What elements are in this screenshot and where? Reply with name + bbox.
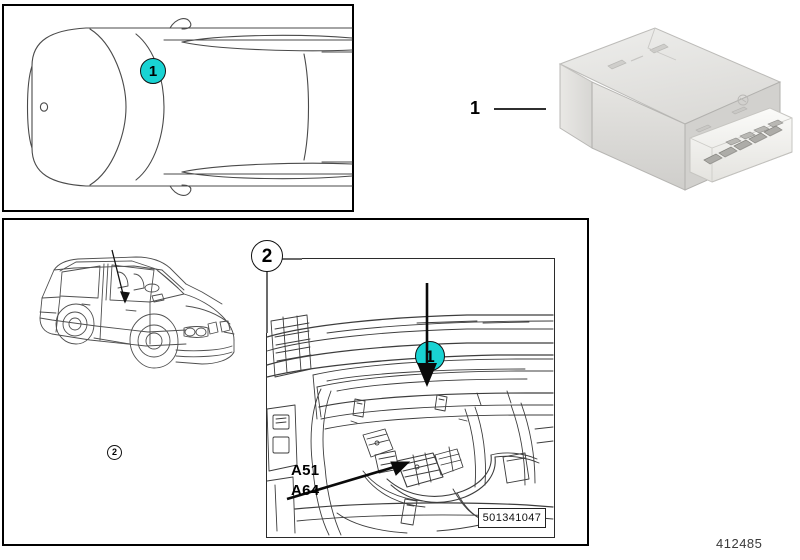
component-leader-line	[494, 108, 546, 110]
vehicle-perspective-drawing	[39, 249, 235, 369]
callout-badge-1-top-view[interactable]: 1	[140, 58, 166, 84]
callout-1-down-arrow	[417, 283, 437, 387]
component-label-1: 1	[470, 98, 481, 118]
section-leader-horizontal	[266, 258, 302, 260]
section-leader-vertical	[266, 271, 268, 333]
part-number-box: 501341047	[478, 508, 546, 528]
callout-badge-2-vehicle-thumb[interactable]: 2	[107, 445, 122, 460]
vehicle-thumb-callout-arrow	[111, 249, 130, 304]
vehicle-top-view-panel	[2, 4, 354, 212]
vehicle-top-view-drawing	[26, 18, 353, 196]
callout-badge-2-section[interactable]: 2	[251, 240, 283, 272]
connector-pointer-arrow	[286, 461, 411, 501]
connector-code-a64: A64	[291, 482, 320, 499]
interior-detail-frame	[266, 258, 555, 538]
installation-location-panel: 2	[2, 218, 589, 546]
control-module-photo	[558, 27, 793, 191]
connector-code-a51: A51	[291, 462, 320, 479]
dashboard-footwell-drawing	[266, 314, 554, 536]
image-id-label: 412485	[716, 536, 763, 551]
